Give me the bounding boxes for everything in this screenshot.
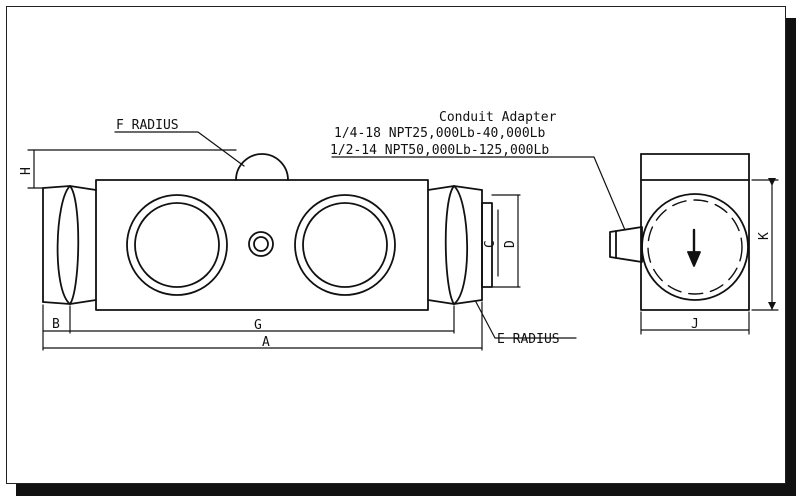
main-body: [95, 179, 429, 311]
dim-a-label: A: [262, 335, 270, 350]
dim-b-label: B: [52, 317, 60, 332]
front-view: [42, 153, 493, 311]
k-arrow-top: [768, 178, 776, 186]
side-dashed-circle: [647, 199, 743, 295]
dim-k-label: K: [757, 232, 772, 240]
right-end-spool: [427, 185, 493, 305]
drawing-sheet: [6, 6, 786, 484]
left-end-spool: [42, 185, 97, 305]
conduit-leader: [331, 156, 626, 231]
e-radius-label: E RADIUS: [497, 332, 560, 347]
conduit-title: Conduit Adapter: [439, 110, 557, 125]
dim-j-label: J: [691, 317, 699, 332]
top-dome: [235, 153, 289, 181]
right-hole-inner: [302, 202, 388, 288]
k-arrow-bottom: [768, 302, 776, 310]
conduit-line-2: 1/2-14 NPT50,000Lb-125,000Lb: [330, 143, 549, 158]
side-body: [640, 179, 750, 311]
dim-c-label: C: [483, 240, 498, 248]
conduit-stub: [609, 226, 643, 263]
left-hole-inner: [134, 202, 220, 288]
f-radius-leader: [114, 131, 245, 167]
right-hole-outer: [294, 194, 396, 296]
center-hole-outer: [248, 231, 274, 257]
down-arrow-icon: [687, 251, 701, 267]
dim-d-label: D: [503, 240, 518, 248]
left-hole-outer: [126, 194, 228, 296]
dim-h-label: H: [19, 167, 34, 175]
conduit-line-1: 1/4-18 NPT25,000Lb-40,000Lb: [334, 126, 545, 141]
side-view: [609, 153, 750, 311]
dim-g-label: G: [254, 318, 262, 333]
f-radius-label: F RADIUS: [116, 118, 179, 133]
center-hole-inner: [253, 236, 269, 252]
